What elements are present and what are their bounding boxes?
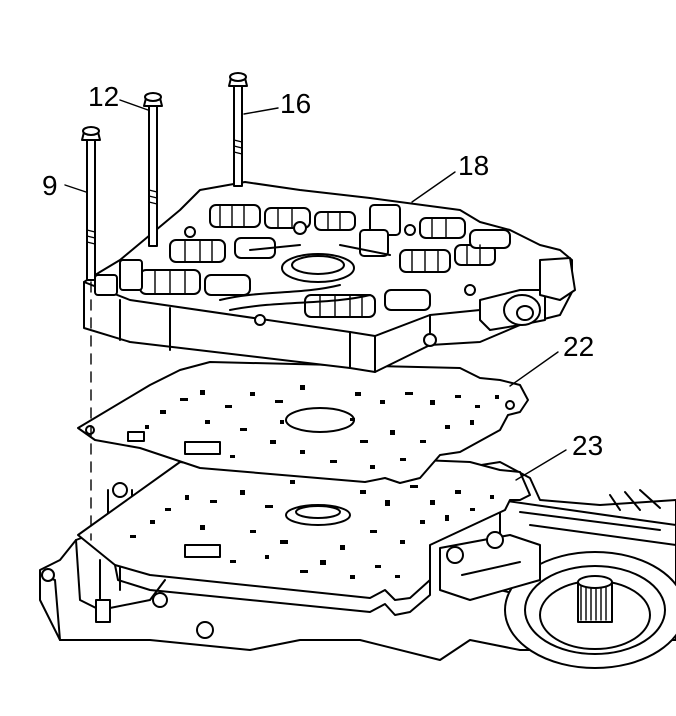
callout-9: 9 [42,170,58,201]
bolt-16 [228,72,248,187]
valve-body [83,181,576,373]
callout-23: 23 [572,430,603,461]
callout-22: 22 [563,331,594,362]
callout-18: 18 [458,150,489,181]
callout-12: 12 [88,81,119,112]
bolt-12 [143,92,163,247]
callout-16: 16 [280,88,311,119]
plate-22-holes [145,385,499,469]
plate-23-holes [130,480,494,579]
bolt-9 [81,126,101,281]
leader-lines [64,99,567,481]
